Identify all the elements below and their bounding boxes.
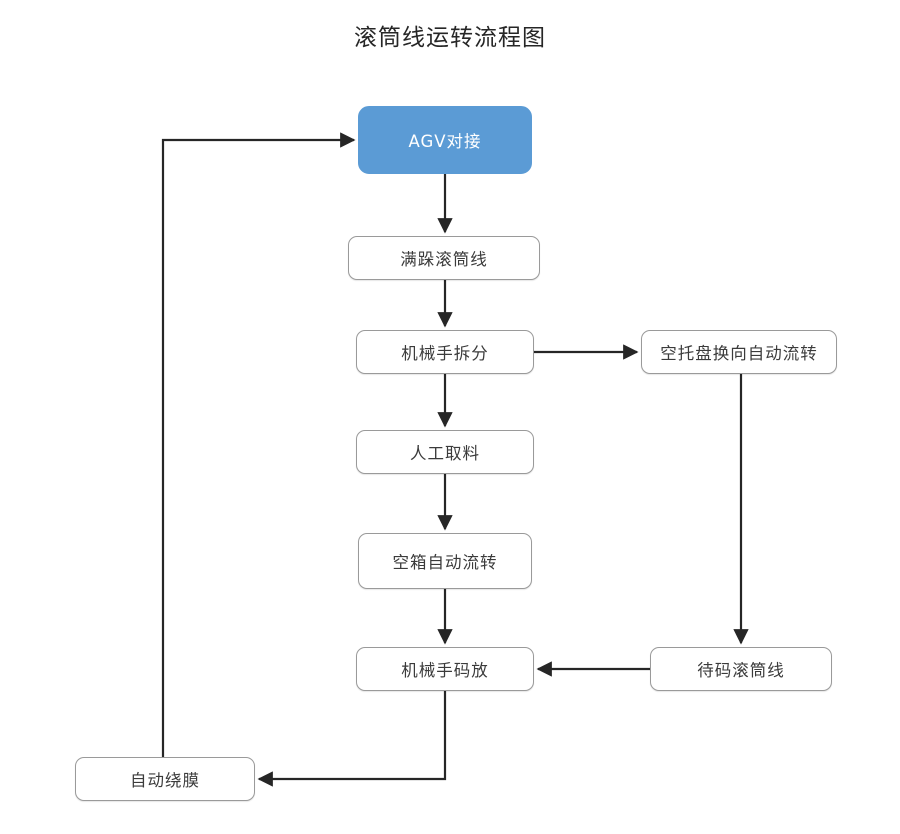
node-manual_pick[interactable]: 人工取料 xyxy=(356,430,534,474)
edge-wrap-to-agv xyxy=(161,132,356,757)
node-auto_wrap[interactable]: 自动绕膜 xyxy=(75,757,255,801)
node-robot_stack[interactable]: 机械手码放 xyxy=(356,647,534,691)
node-empty_pallet[interactable]: 空托盘换向自动流转 xyxy=(641,330,837,374)
node-label-agv: AGV对接 xyxy=(408,132,482,151)
node-label-manual_pick: 人工取料 xyxy=(410,444,480,463)
node-robot_split[interactable]: 机械手拆分 xyxy=(356,330,534,374)
node-wait_roller[interactable]: 待码滚筒线 xyxy=(650,647,832,691)
node-label-full_roller: 满跺滚筒线 xyxy=(400,250,488,269)
node-label-empty_box: 空箱自动流转 xyxy=(392,553,498,572)
node-empty_box[interactable]: 空箱自动流转 xyxy=(358,533,532,589)
node-label-empty_pallet: 空托盘换向自动流转 xyxy=(660,344,818,363)
node-full_roller[interactable]: 满跺滚筒线 xyxy=(348,236,540,280)
page-title: 滚筒线运转流程图 xyxy=(354,25,546,51)
node-label-robot_split: 机械手拆分 xyxy=(401,344,489,363)
node-label-wait_roller: 待码滚筒线 xyxy=(697,661,785,680)
node-label-auto_wrap: 自动绕膜 xyxy=(130,771,200,790)
edge-stack-to-wrap xyxy=(257,691,447,787)
node-agv[interactable]: AGV对接 xyxy=(358,106,532,174)
node-label-robot_stack: 机械手码放 xyxy=(401,661,489,680)
